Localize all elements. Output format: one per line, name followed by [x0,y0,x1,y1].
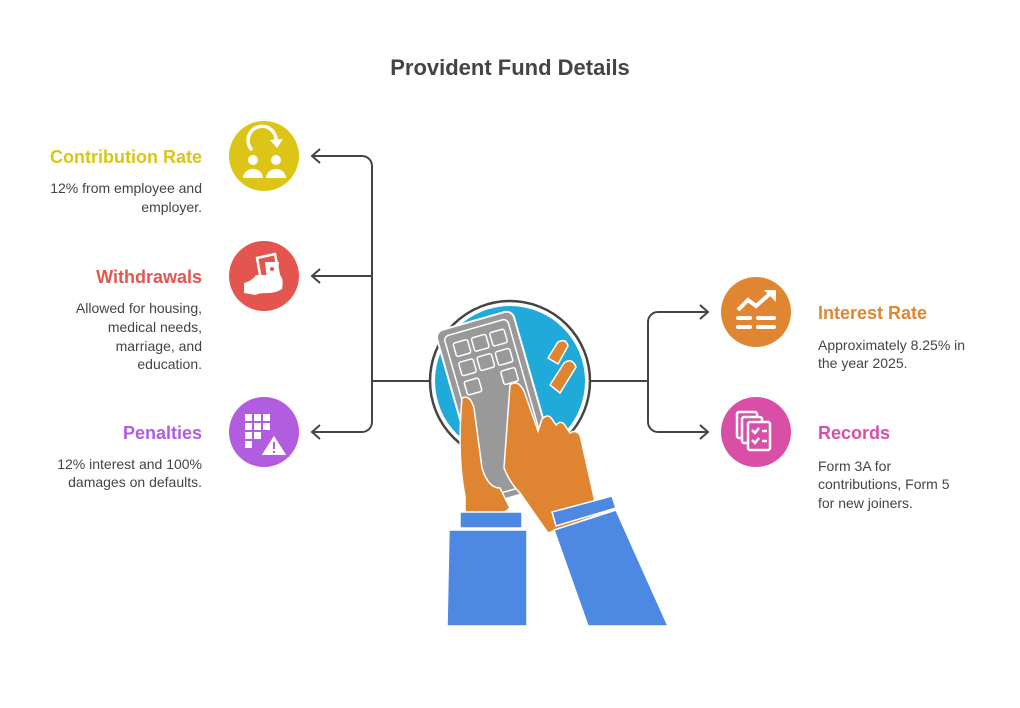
records-heading: Records [818,423,890,443]
penalties-heading: Penalties [123,423,202,443]
interest-rate-heading: Interest Rate [818,303,927,323]
calculator-hands-illustration [428,299,670,627]
withdrawals-block: Withdrawals Allowed for housing, medical… [76,267,202,372]
desc-line: marriage, and [116,338,202,354]
desc-line: for new joiners. [818,495,913,511]
desc-line: Approximately 8.25% in [818,337,965,353]
desc-line: the year 2025. [818,355,908,371]
desc-line: contributions, Form 5 [818,476,950,492]
withdrawals-heading: Withdrawals [96,267,202,287]
people-exchange-icon [229,121,299,191]
desc-line: employer. [141,199,202,215]
left-connectors [310,148,430,440]
desc-line: Form 3A for [818,458,891,474]
records-block: Records Form 3A for contributions, Form … [818,423,950,511]
interest-rate-block: Interest Rate Approximately 8.25% in the… [818,303,965,371]
right-connectors [590,304,710,440]
desc-line: medical needs, [108,319,202,335]
grid-warning-icon [229,397,299,467]
trend-up-icon [721,277,791,347]
documents-checklist-icon [721,397,791,467]
page-title: Provident Fund Details [390,55,630,80]
penalties-block: Penalties 12% interest and 100% damages … [57,423,202,490]
desc-line: 12% interest and 100% [57,456,202,472]
desc-line: damages on defaults. [68,474,202,490]
hand-holding-money-icon [229,241,299,311]
contribution-rate-block: Contribution Rate 12% from employee and … [50,147,202,215]
contribution-rate-heading: Contribution Rate [50,147,202,167]
desc-line: education. [137,356,202,372]
desc-line: 12% from employee and [50,180,202,196]
desc-line: Allowed for housing, [76,300,202,316]
